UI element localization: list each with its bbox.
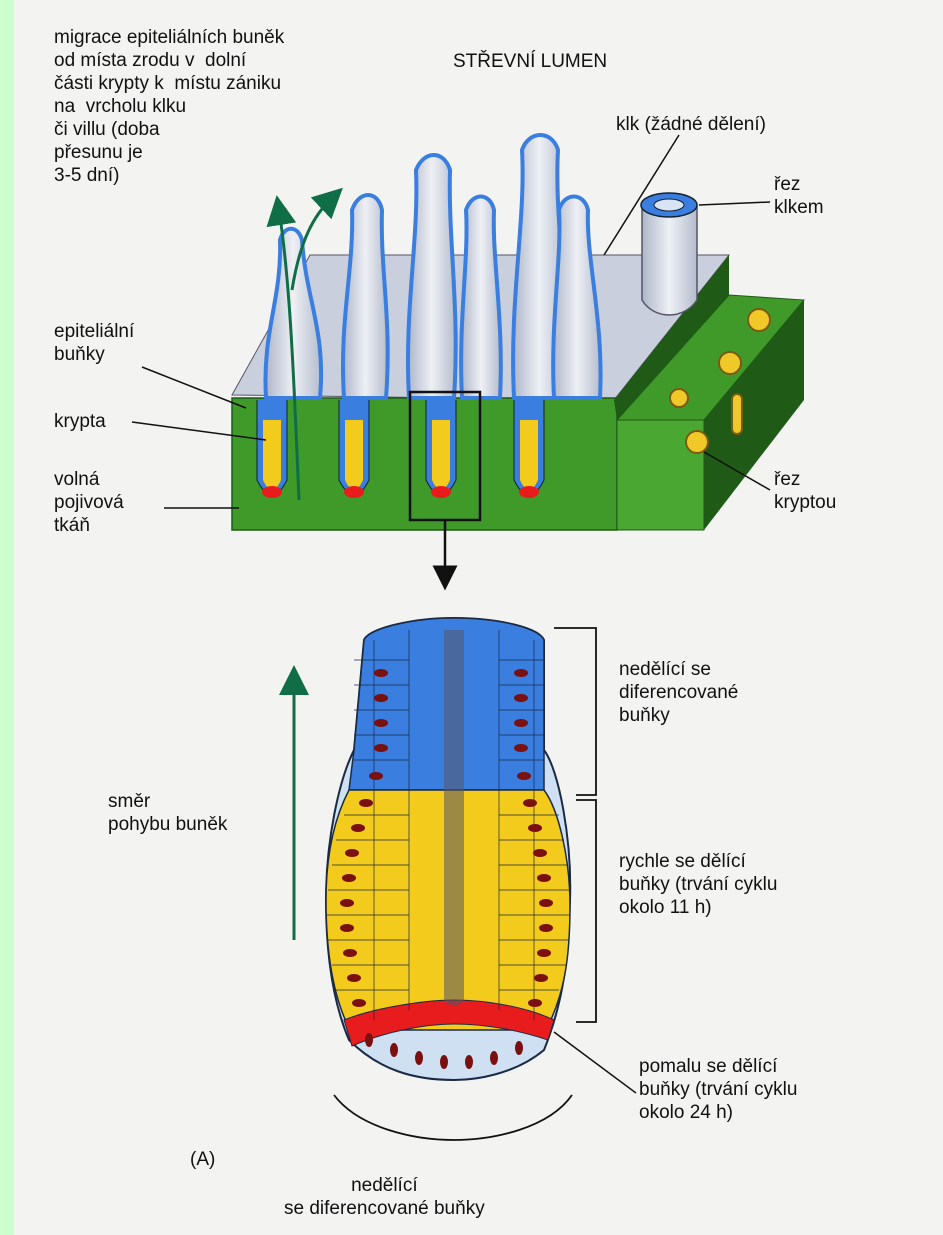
crypt-section-4 <box>686 431 708 453</box>
figure-canvas: migrace epiteliálních buněk od místa zro… <box>14 0 943 1235</box>
panel-label: (A) <box>190 1148 215 1171</box>
villus-cross-section <box>642 205 697 315</box>
nondividing-diff-label: nedělící se diferencované buňky <box>619 658 738 727</box>
lumen-label: STŘEVNÍ LUMEN <box>453 50 607 73</box>
crypt-longitudinal <box>732 394 742 434</box>
rapid-label: rychle se dělící buňky (trvání cyklu oko… <box>619 850 777 919</box>
villus-section-label: řez klkem <box>774 173 824 219</box>
enlarged-crypt <box>326 618 570 1080</box>
villus-label: klk (žádné dělení) <box>616 113 766 136</box>
crypt-section-2 <box>719 352 741 374</box>
crypt-section-label: řez kryptou <box>774 468 836 514</box>
epithelial-label: epiteliální buňky <box>54 320 134 366</box>
migration-label: migrace epiteliálních buněk od místa zro… <box>54 26 284 187</box>
slow-leader <box>554 1032 636 1093</box>
slow-label: pomalu se dělící buňky (trvání cyklu oko… <box>639 1055 797 1124</box>
connective-label: volná pojivová tkáň <box>54 468 124 537</box>
front-face <box>232 398 617 530</box>
crypt-label: krypta <box>54 410 106 433</box>
crypt-section-3 <box>670 389 688 407</box>
crypt-section-1 <box>748 309 770 331</box>
bottom-label: nedělící se diferencované buňky <box>284 1174 485 1220</box>
direction-label: směr pohybu buněk <box>108 790 227 836</box>
